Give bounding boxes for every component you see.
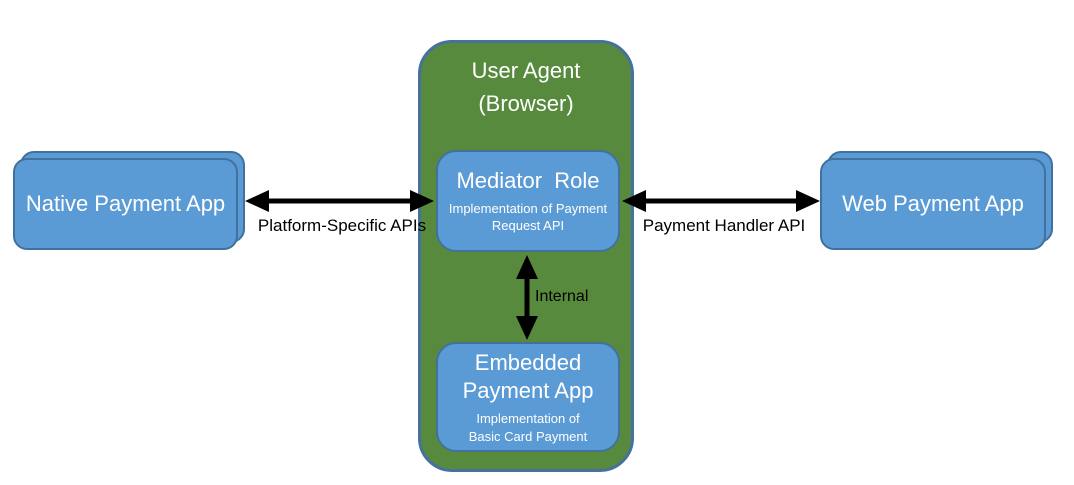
arrow-native-mediator <box>245 190 434 212</box>
user-agent-label: User Agent (Browser) <box>471 58 581 116</box>
mediator-role-sublabel: Implementation of Payment Request API <box>448 200 608 234</box>
mediator-role-label: Mediator Role <box>456 168 600 194</box>
edge-label-platform-specific-apis: Platform-Specific APIs <box>257 216 427 235</box>
native-payment-app-node: Native Payment App <box>13 158 238 250</box>
embedded-payment-app-label: Embedded Payment App <box>462 349 594 404</box>
embedded-payment-app-node: Embedded Payment App Implementation of B… <box>436 342 620 452</box>
web-payment-app-node: Web Payment App <box>820 158 1046 250</box>
edge-label-internal: Internal <box>535 288 589 305</box>
mediator-role-node: Mediator Role Implementation of Payment … <box>436 150 620 252</box>
native-payment-app-label: Native Payment App <box>25 191 226 217</box>
embedded-payment-app-sublabel: Implementation of Basic Card Payment <box>468 411 588 444</box>
edge-label-payment-handler-api: Payment Handler API <box>642 216 806 235</box>
web-payment-app-label: Web Payment App <box>842 191 1024 217</box>
arrow-mediator-web <box>622 190 820 212</box>
